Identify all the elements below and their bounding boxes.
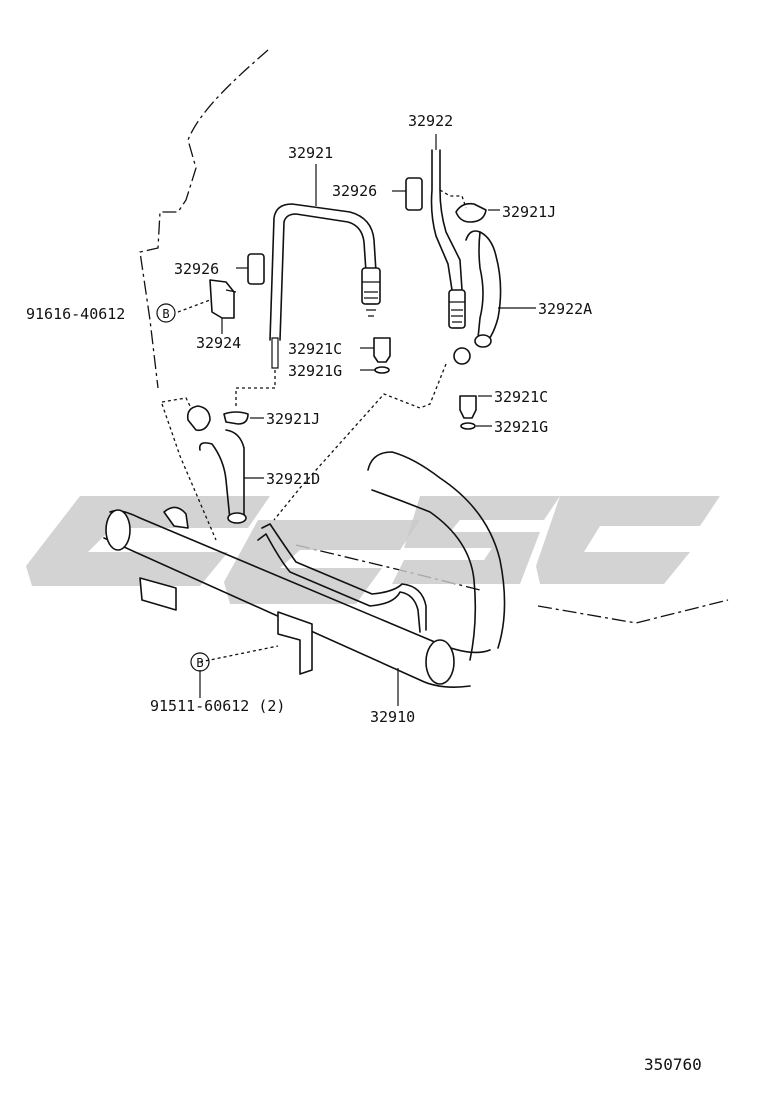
label-32921C-left: 32921C [288, 340, 342, 358]
label-32926-top: 32926 [332, 182, 377, 200]
label-32921: 32921 [288, 144, 333, 162]
label-32921D: 32921D [266, 470, 320, 488]
pipe-assembly-32910 [103, 451, 506, 688]
callout-b-upper: B [156, 303, 176, 323]
sleeve-32926-left [247, 253, 265, 285]
label-32924: 32924 [196, 334, 241, 352]
label-32922A: 32922A [538, 300, 592, 318]
label-32921J-top: 32921J [502, 203, 556, 221]
label-32926-left: 32926 [174, 260, 219, 278]
pipe-32922 [430, 149, 466, 329]
leader-lines [199, 134, 536, 706]
bracket-32924 [209, 279, 237, 319]
reference-number: 350760 [644, 1055, 702, 1074]
clamp-left-upper [186, 405, 211, 432]
callout-b-lower: B [190, 652, 210, 672]
hose-32921D [198, 429, 247, 524]
label-32921C-right: 32921C [494, 388, 548, 406]
label-32910: 32910 [370, 708, 415, 726]
connection-lines [161, 189, 467, 663]
watermark-shape-3 [392, 496, 560, 584]
clamp-middle-right [453, 347, 471, 365]
callout-b-upper-letter: B [162, 307, 169, 321]
watermark-shape-2 [224, 520, 420, 604]
label-32921J-left: 32921J [266, 410, 320, 428]
clamp-left-lower [223, 411, 249, 425]
clamp-top-right [455, 202, 487, 223]
fitting-32921C-left [373, 337, 391, 363]
watermark-shape-1 [26, 496, 270, 586]
sleeve-parts [247, 177, 423, 285]
label-32921G-right: 32921G [494, 418, 548, 436]
label-32922: 32922 [408, 112, 453, 130]
sleeve-32926-top [405, 177, 423, 211]
oring-32921G-right [460, 422, 476, 430]
oring-32921G-left [374, 366, 390, 374]
callout-b-lower-letter: B [196, 656, 203, 670]
label-91511-60612: 91511-60612 (2) [150, 697, 285, 715]
pipe-32921 [269, 203, 381, 369]
clamp-parts [186, 202, 487, 432]
fitting-32921C-right [459, 395, 477, 419]
watermark-logo [26, 496, 720, 604]
hose-32922A [465, 230, 502, 348]
label-32921G-left: 32921G [288, 362, 342, 380]
label-91616-40612: 91616-40612 [26, 305, 125, 323]
watermark-shape-4 [536, 496, 720, 584]
